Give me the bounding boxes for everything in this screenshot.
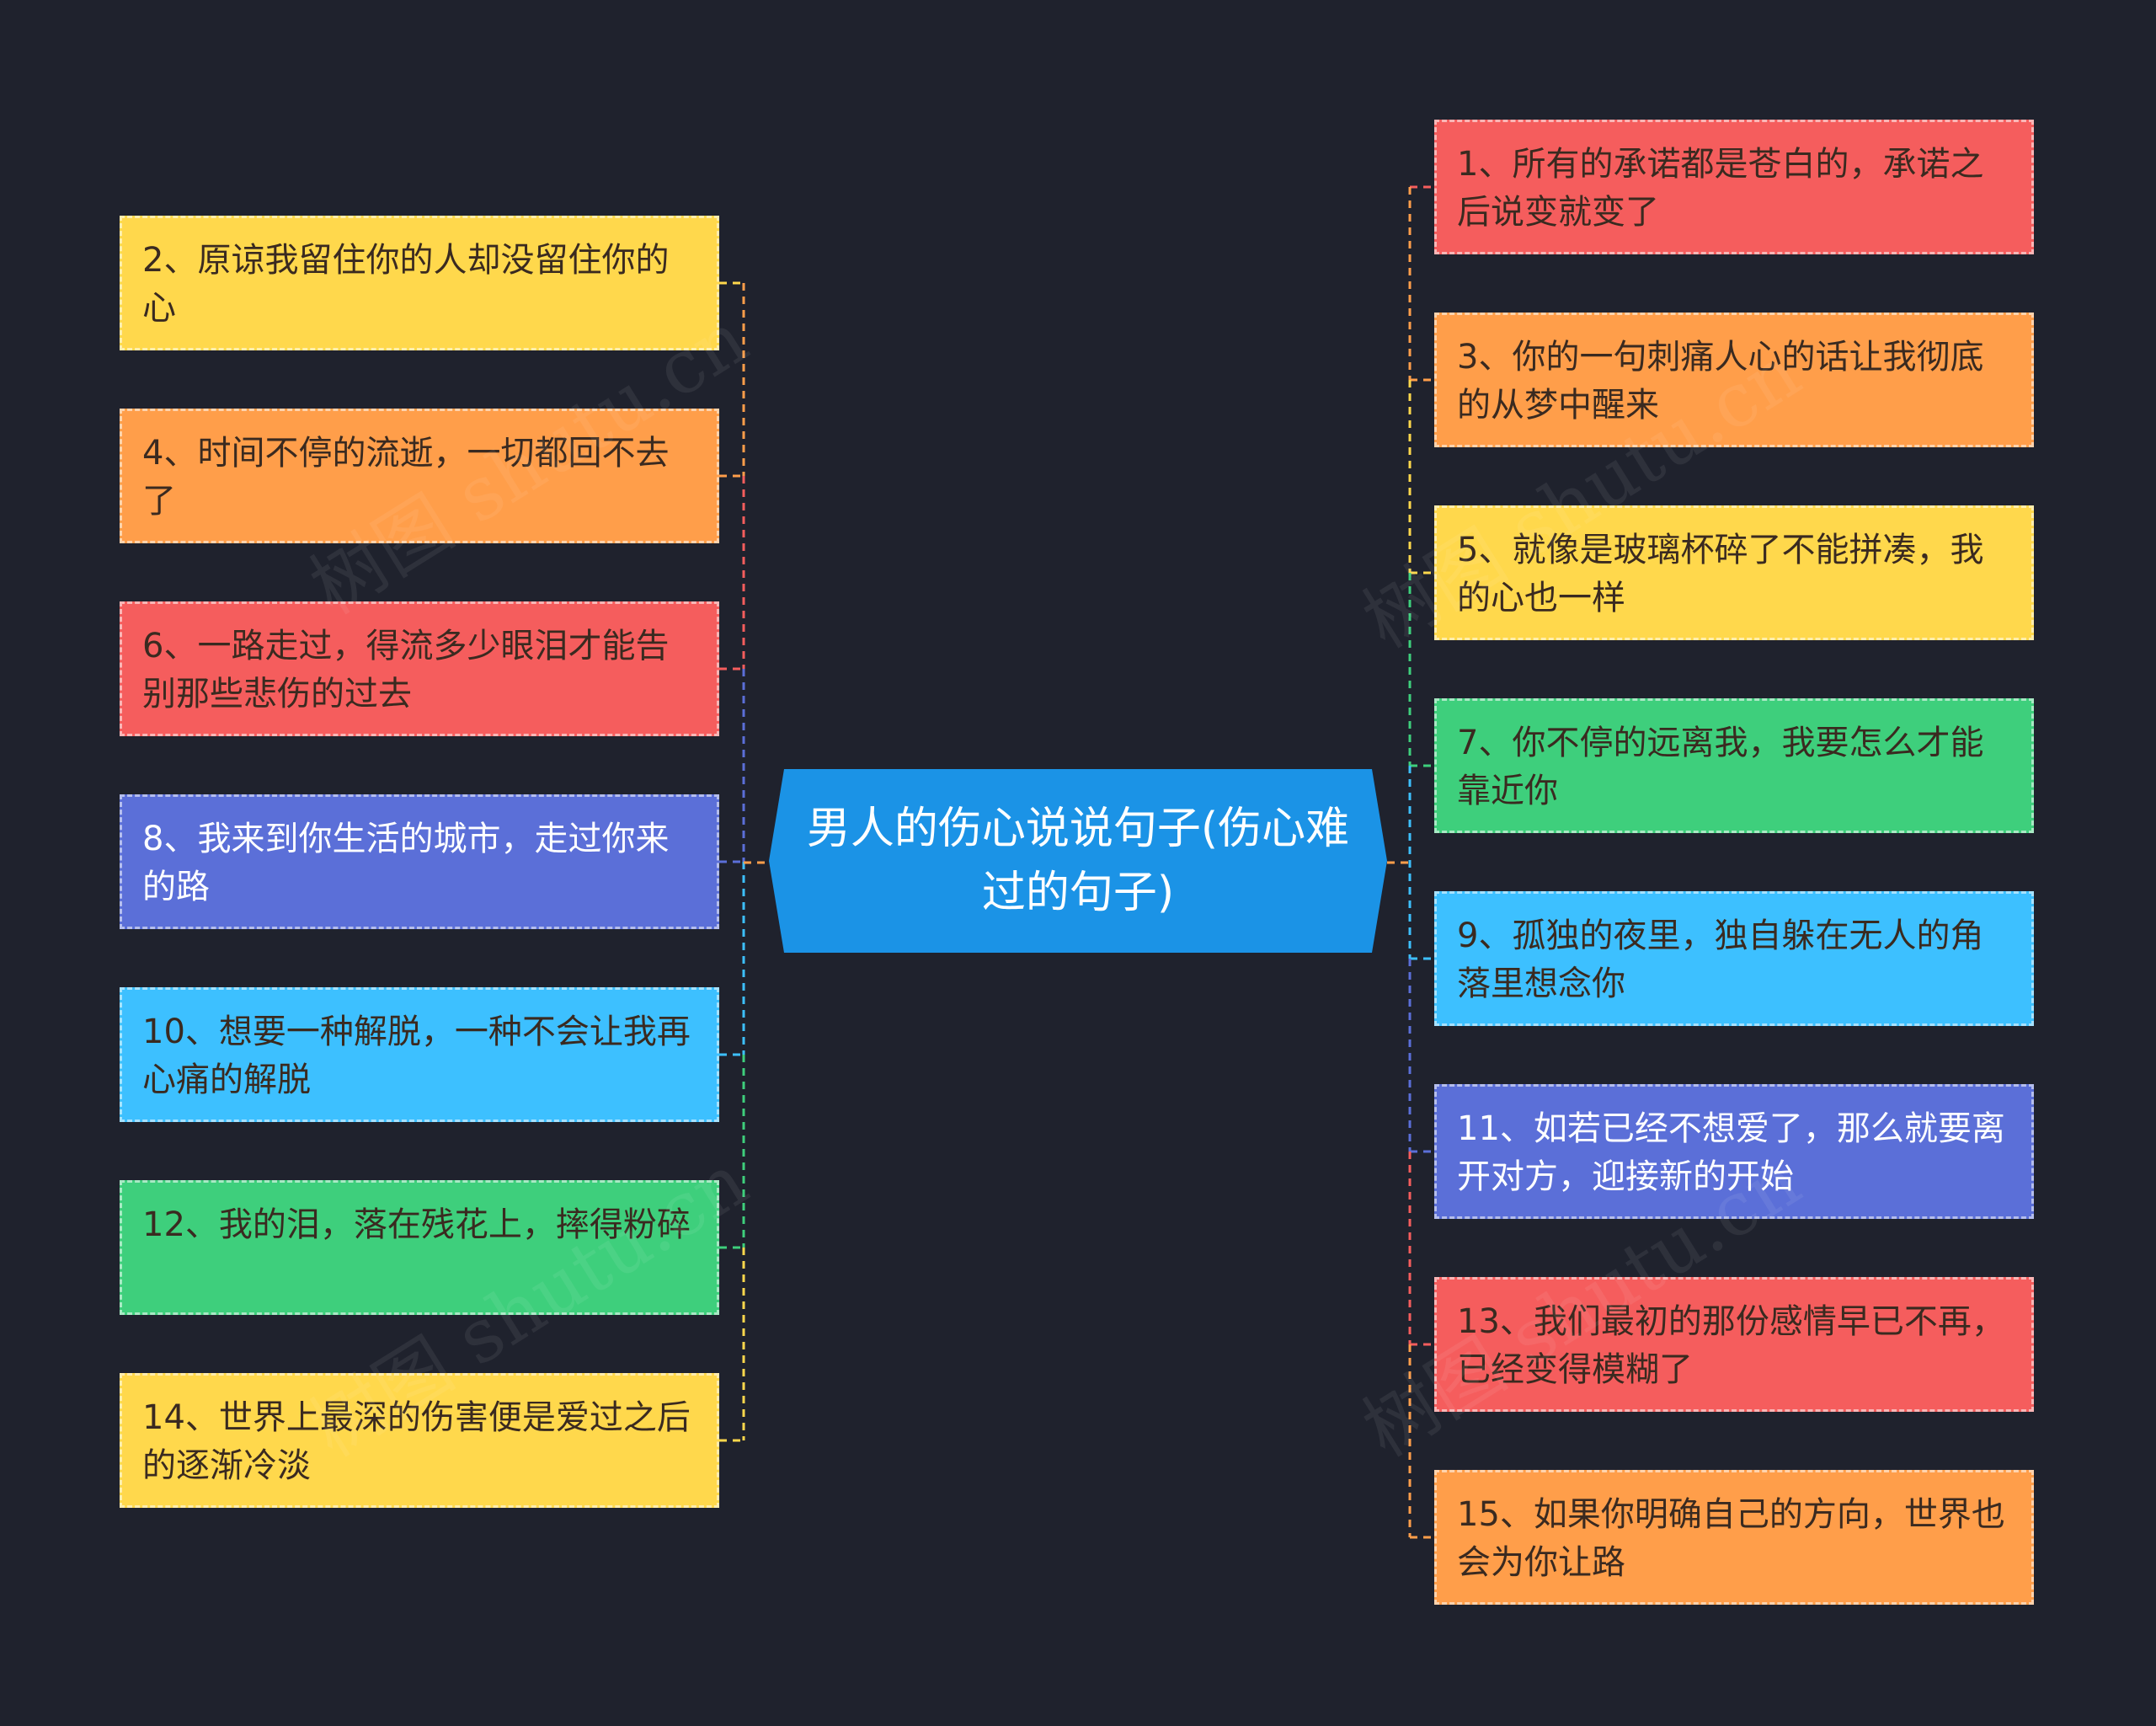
right-branch-node[interactable]: 9、孤独的夜里，独自躲在无人的角落里想念你 <box>1434 891 2034 1026</box>
right-branch-node[interactable]: 13、我们最初的那份感情早已不再，已经变得模糊了 <box>1434 1277 2034 1412</box>
left-branch-node[interactable]: 8、我来到你生活的城市，走过你来的路 <box>120 794 719 929</box>
central-topic[interactable]: 男人的伤心说说句子(伤心难过的句子) <box>769 769 1387 953</box>
right-branch-node[interactable]: 3、你的一句刺痛人心的话让我彻底的从梦中醒来 <box>1434 313 2034 447</box>
right-branch-node[interactable]: 15、如果你明确自己的方向，世界也会为你让路 <box>1434 1470 2034 1605</box>
right-branch-node[interactable]: 1、所有的承诺都是苍白的，承诺之后说变就变了 <box>1434 120 2034 254</box>
right-branch-node[interactable]: 5、就像是玻璃杯碎了不能拼凑，我的心也一样 <box>1434 505 2034 640</box>
right-branch-node[interactable]: 11、如若已经不想爱了，那么就要离开对方，迎接新的开始 <box>1434 1084 2034 1219</box>
left-branch-node[interactable]: 2、原谅我留住你的人却没留住你的心 <box>120 216 719 350</box>
right-branch-node[interactable]: 7、你不停的远离我，我要怎么才能靠近你 <box>1434 698 2034 833</box>
left-branch-node[interactable]: 14、世界上最深的伤害便是爱过之后的逐渐冷淡 <box>120 1373 719 1508</box>
left-branch-node[interactable]: 12、我的泪，落在残花上，摔得粉碎 <box>120 1180 719 1315</box>
left-branch-node[interactable]: 6、一路走过，得流多少眼泪才能告别那些悲伤的过去 <box>120 601 719 736</box>
left-branch-node[interactable]: 10、想要一种解脱，一种不会让我再心痛的解脱 <box>120 987 719 1122</box>
left-branch-node[interactable]: 4、时间不停的流逝，一切都回不去了 <box>120 409 719 543</box>
